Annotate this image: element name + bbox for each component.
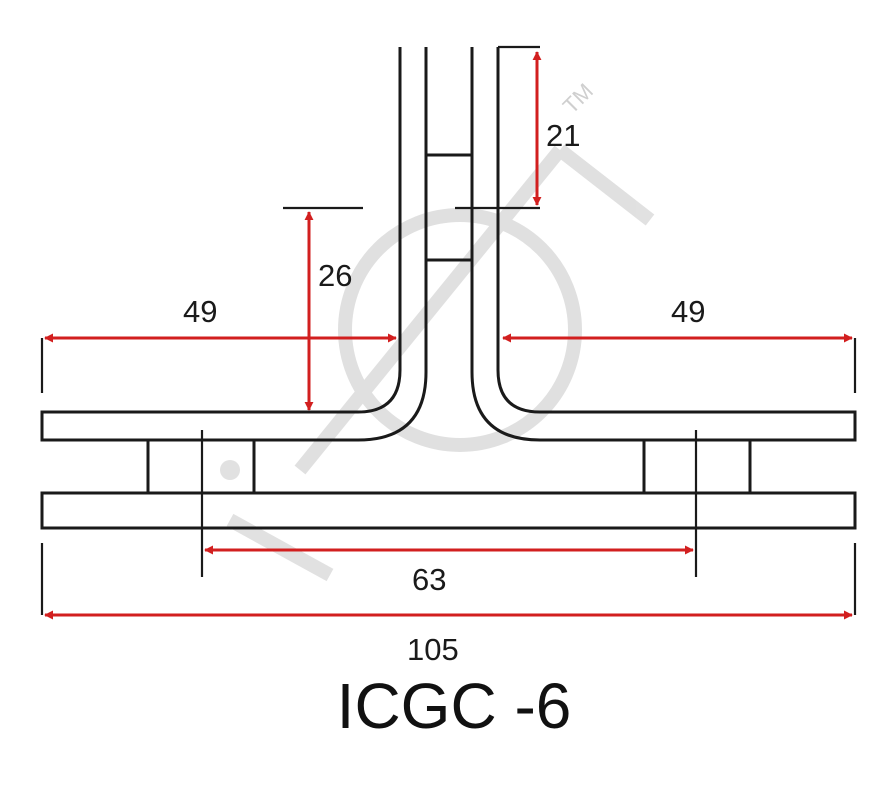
extension-lines (40, 45, 857, 615)
dim-label-63: 63 (412, 562, 446, 597)
dim-label-49-right: 49 (671, 294, 705, 329)
watermark-logo (220, 144, 655, 582)
right-fin (470, 47, 857, 442)
dim-label-21: 21 (546, 118, 580, 153)
product-title: ICGC -6 (337, 670, 572, 742)
lower-plate (40, 491, 857, 530)
dim-label-49-left: 49 (183, 294, 217, 329)
dimension-arrows (44, 51, 853, 620)
watermark-trademark: TM (558, 78, 598, 118)
dim-label-26: 26 (318, 258, 352, 293)
left-fin (40, 47, 428, 442)
dim-label-105: 105 (407, 632, 459, 667)
